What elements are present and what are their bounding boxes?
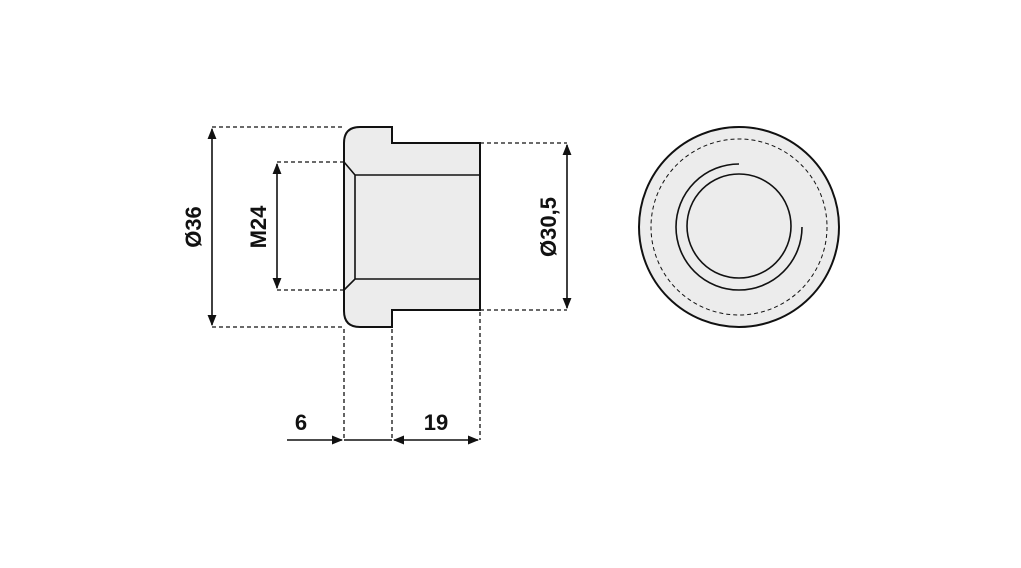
part-outline <box>343 126 481 328</box>
body-diameter-label: Ø30,5 <box>536 197 561 257</box>
outer-circle <box>638 126 840 328</box>
body-length-label: 19 <box>424 410 448 435</box>
flange-length-label: 6 <box>295 410 307 435</box>
thread-arc <box>675 163 803 291</box>
bore-circle <box>686 173 792 279</box>
dimension-outer-diameter: Ø36 <box>181 126 344 328</box>
dimension-lengths: 6 19 <box>287 312 481 445</box>
outer-diameter-label: Ø36 <box>181 206 206 248</box>
thread-label: M24 <box>246 205 271 249</box>
bore-lines <box>343 161 480 291</box>
dimension-body-diameter: Ø30,5 <box>480 142 572 311</box>
end-view <box>638 126 840 328</box>
dimension-thread: M24 <box>246 161 344 291</box>
side-view <box>343 126 481 328</box>
dashed-circle <box>650 138 828 316</box>
